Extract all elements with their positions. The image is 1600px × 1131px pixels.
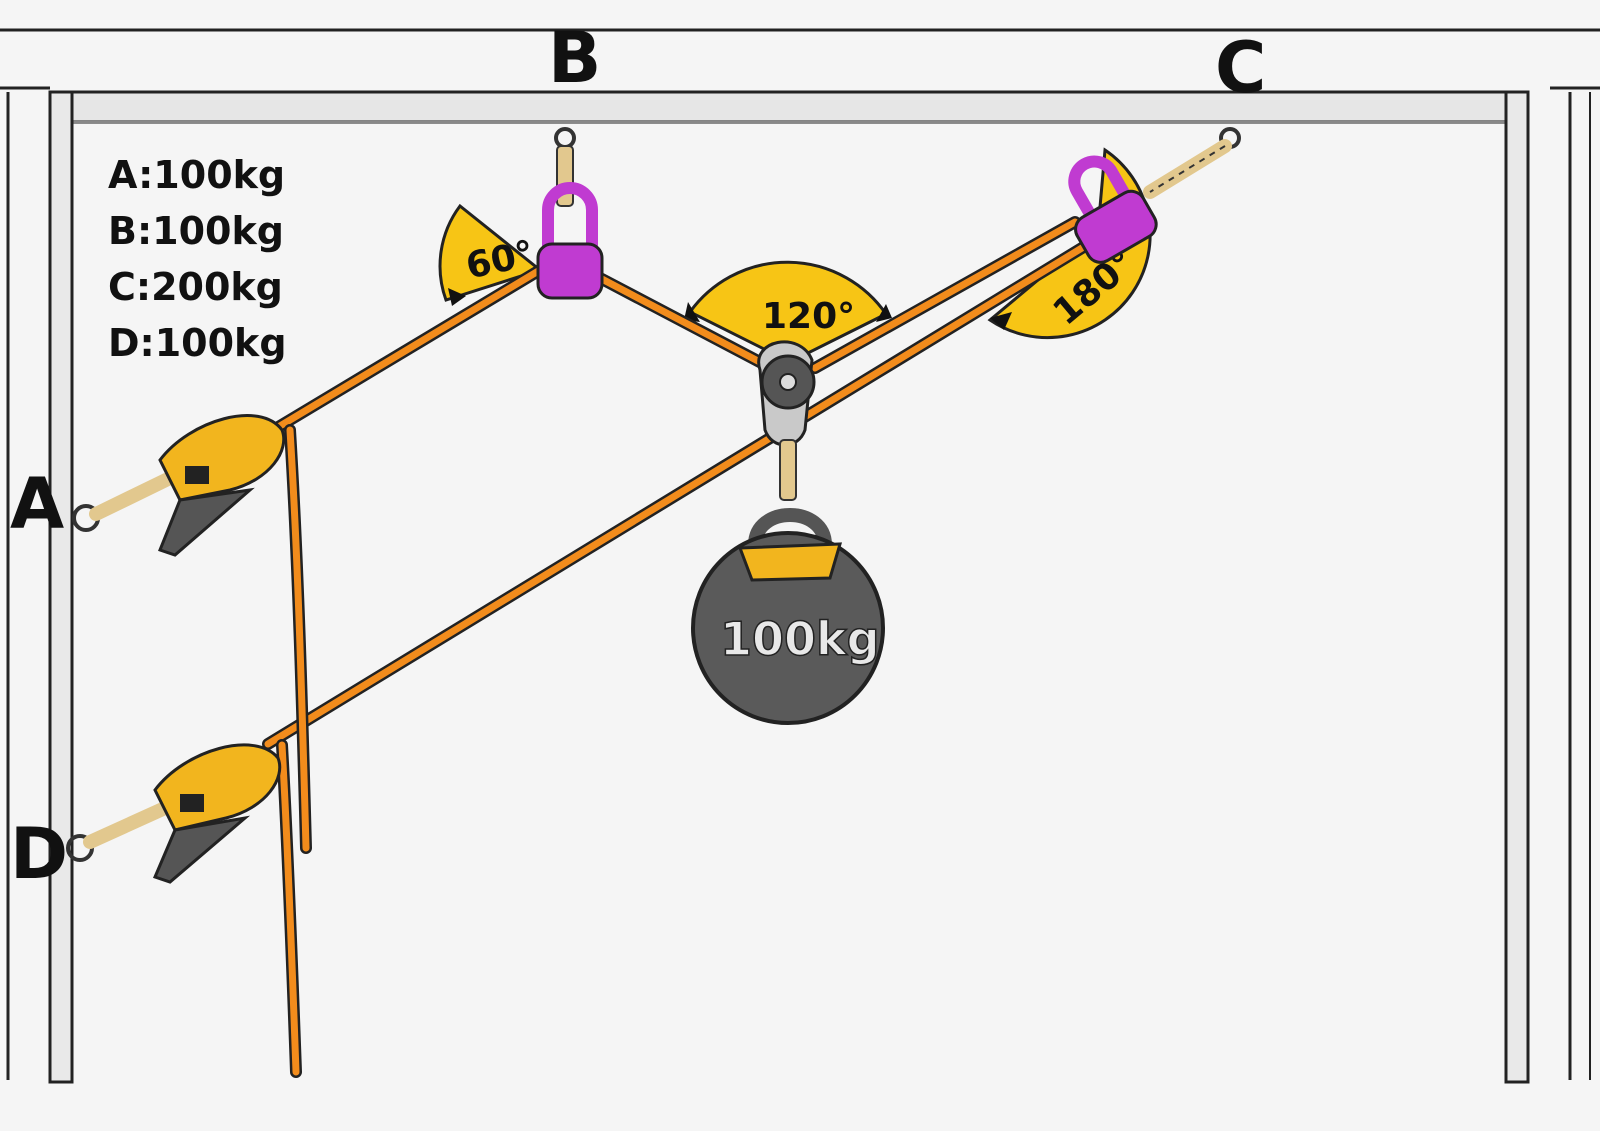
arrowhead-icon	[448, 288, 466, 306]
anchor-b-hardware	[536, 127, 604, 300]
arrowhead-icon	[684, 302, 700, 322]
load-legend: A:100kg B:100kg C:200kg D:100kg	[108, 153, 287, 365]
anchor-label-b: B	[548, 17, 601, 99]
rope-tail-a	[284, 424, 312, 854]
device-a	[72, 414, 286, 557]
device-d	[66, 743, 282, 884]
legend-item: B:100kg	[108, 209, 284, 253]
weight-label: 100kg	[720, 612, 880, 666]
anchor-label-a: A	[10, 463, 64, 545]
carabiner-b-body	[536, 242, 604, 300]
pulley	[757, 340, 816, 501]
weight-ball-icon	[691, 531, 885, 725]
rope-c-d	[262, 234, 1101, 750]
frame	[0, 28, 1600, 1084]
grab-handle-icon	[152, 815, 251, 884]
ropes	[262, 216, 1101, 1078]
anchor-c-hardware	[1068, 127, 1241, 264]
rope-pulley-c	[809, 216, 1081, 374]
carabiner-b-icon	[542, 182, 598, 250]
sling-icon	[83, 801, 172, 849]
rope-tail-d	[276, 739, 302, 1078]
angle-label-center: 120°	[762, 296, 855, 337]
rope-a-b	[264, 264, 546, 438]
arrowhead-icon	[990, 312, 1012, 330]
carabiner-c-icon	[1068, 155, 1135, 225]
legend-item: D:100kg	[108, 321, 287, 365]
weight: 100kg	[691, 508, 885, 725]
rope-b-pulley	[594, 272, 781, 376]
arrowhead-icon	[876, 304, 892, 322]
anchor-label-d: D	[10, 813, 68, 895]
sling-icon	[89, 471, 177, 521]
angle-wedge-center: 120°	[684, 260, 892, 364]
grab-handle-icon	[158, 487, 255, 557]
sling-icon	[779, 439, 797, 501]
legend-item: C:200kg	[108, 265, 283, 309]
anchor-label-c: C	[1215, 27, 1266, 109]
legend-item: A:100kg	[108, 153, 285, 197]
carabiner-c-body	[1074, 189, 1158, 264]
